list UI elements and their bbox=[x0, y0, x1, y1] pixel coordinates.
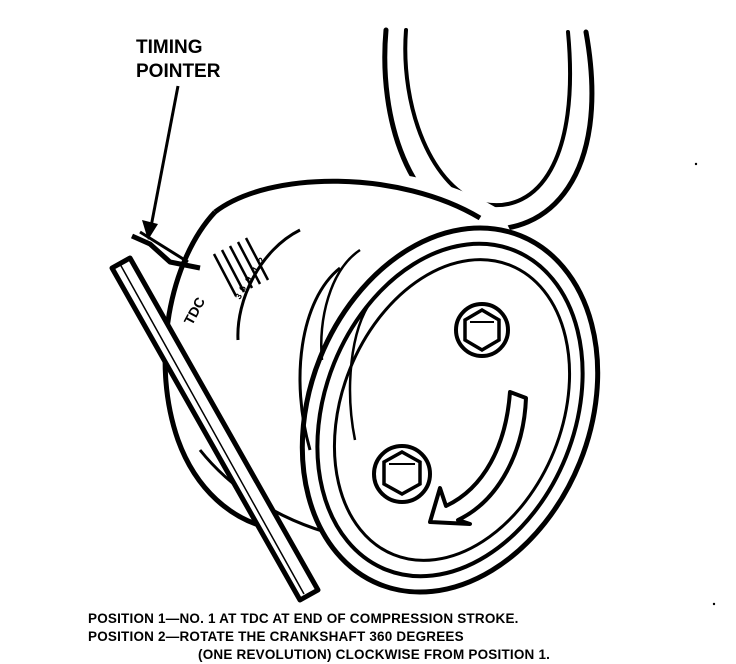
rotation-arrow bbox=[428, 390, 528, 526]
timing-pointer-bar bbox=[109, 255, 321, 603]
timing-scale-lines bbox=[212, 237, 270, 297]
caption-line3: (ONE REVOLUTION) CLOCKWISE FROM POSITION… bbox=[198, 647, 550, 662]
scan-specks bbox=[694, 162, 716, 606]
callout-line1: TIMING bbox=[136, 37, 203, 58]
degree-mark: 1 bbox=[250, 265, 261, 274]
callout-line2: POINTER bbox=[136, 61, 221, 82]
degree-marks: 3 6 9 1 2 bbox=[233, 256, 267, 301]
crankshaft-pulley bbox=[298, 225, 601, 595]
caption-line2: POSITION 2—ROTATE THE CRANKSHAFT 360 DEG… bbox=[88, 629, 464, 644]
lower-bolt bbox=[372, 444, 432, 504]
upper-bolt bbox=[454, 302, 510, 358]
degree-mark: 6 bbox=[237, 284, 248, 293]
callout-leader bbox=[142, 85, 180, 240]
degree-mark: 9 bbox=[243, 275, 254, 284]
tdc-label: TDC bbox=[181, 294, 209, 327]
degree-mark: 3 bbox=[233, 292, 244, 301]
degree-mark: 2 bbox=[256, 256, 267, 265]
caption-line1: POSITION 1—NO. 1 AT TDC AT END OF COMPRE… bbox=[88, 611, 519, 626]
